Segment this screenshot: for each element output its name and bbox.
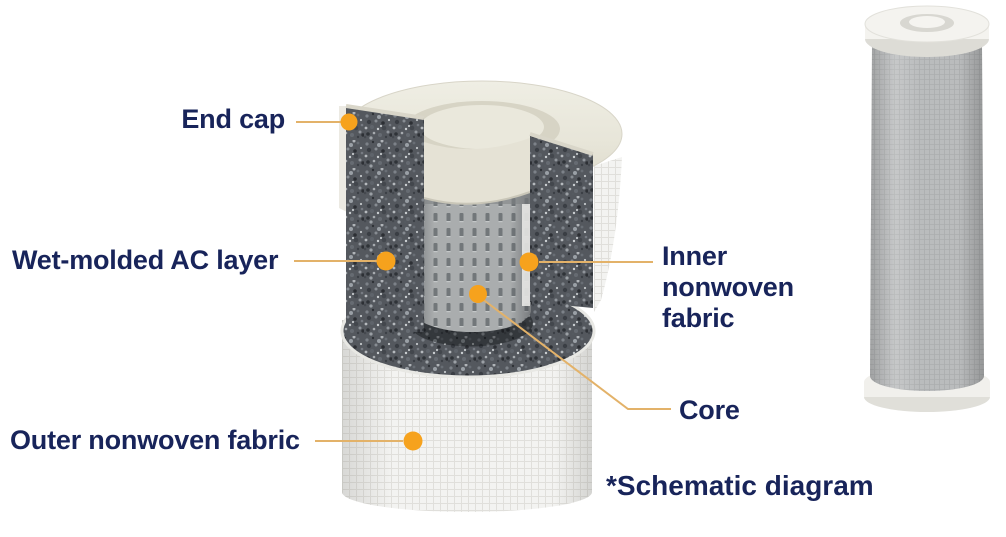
- ac-pillar-left: [346, 106, 424, 332]
- core-leader: [480, 297, 671, 410]
- product-photo: [864, 5, 990, 412]
- core-cylinder-shading: [413, 190, 531, 332]
- ac-pillar-left-top-edge: [345, 104, 425, 120]
- outer-fabric-right-strip: [594, 157, 622, 312]
- core-marker-dot: [469, 285, 487, 303]
- end-cap-marker-dot: [340, 113, 358, 131]
- cutaway-schematic: [339, 80, 623, 512]
- leader-lines: [294, 121, 671, 442]
- label-wet-molded-ac-layer: Wet-molded AC layer: [12, 245, 279, 275]
- label-end-cap: End cap: [181, 104, 285, 134]
- end-cap-inner-band-edge: [423, 191, 531, 205]
- end-cap-recess-center: [420, 105, 544, 149]
- wet-molded-marker-dot: [376, 251, 396, 271]
- end-cap-inner-band: [424, 138, 530, 204]
- label-inner-nonwoven-fabric: Inner nonwoven fabric: [662, 241, 794, 333]
- schematic-note: *Schematic diagram: [606, 470, 874, 501]
- marker-dots: [340, 113, 539, 451]
- ac-pillar-right: [530, 134, 593, 308]
- inner-nonwoven-marker-dot: [519, 252, 539, 272]
- label-core: Core: [679, 395, 740, 425]
- outer-fabric-left-sliver: [339, 106, 347, 212]
- ac-pillar-right-top-edge: [529, 132, 594, 156]
- outer-nonwoven-marker-dot: [403, 431, 423, 451]
- label-outer-nonwoven-fabric: Outer nonwoven fabric: [10, 425, 300, 455]
- product-body-shading: [870, 44, 984, 391]
- product-top-cap-recess-center: [909, 16, 945, 28]
